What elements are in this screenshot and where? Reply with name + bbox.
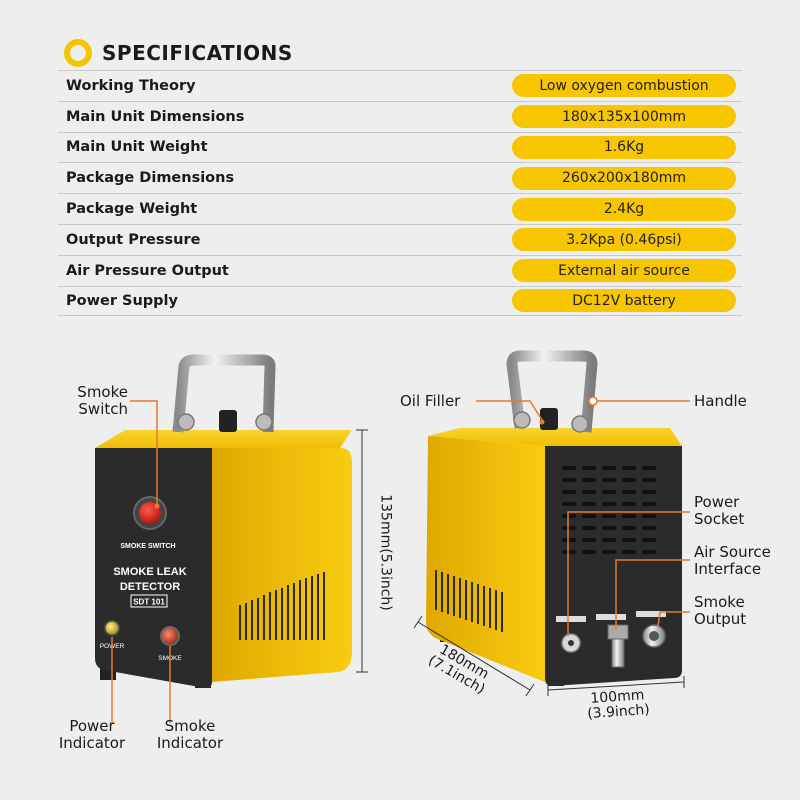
front-panel	[95, 448, 212, 688]
brand-line-1: SMOKE LEAK	[113, 566, 186, 578]
spec-label: Working Theory	[66, 77, 196, 94]
smoke-output-callout: Smoke Output	[694, 594, 746, 628]
spec-value: 2.4Kg	[512, 197, 736, 221]
handle-callout: Handle	[694, 392, 747, 410]
handle	[172, 354, 276, 433]
switch-label: SMOKE SWITCH	[120, 543, 175, 550]
model-box	[130, 594, 168, 608]
callout-text: Interface	[694, 560, 762, 578]
spec-header: SPECIFICATIONS	[64, 36, 293, 70]
power-socket-callout: Power Socket	[694, 494, 744, 528]
oil-filler-knob	[540, 408, 558, 430]
power-socket-pin	[568, 640, 574, 646]
spec-table: Working Theory Low oxygen combustion Mai…	[58, 70, 742, 317]
rear-callout-lines	[476, 400, 690, 636]
spec-row: Output Pressure 3.2Kpa (0.46psi)	[58, 223, 742, 255]
power-led	[104, 620, 120, 636]
callout-text: Smoke	[694, 593, 745, 611]
spec-value: External air source	[512, 259, 736, 283]
spec-value: 1.6Kg	[512, 135, 736, 159]
width-dimension-label: 100mm (3.9inch)	[577, 687, 659, 723]
vent-slits	[239, 572, 325, 640]
smoke-indicator-callout: Smoke Indicator	[142, 718, 238, 752]
handle-mount	[255, 413, 273, 431]
smoke-output-bore	[649, 631, 659, 641]
top-face	[428, 428, 682, 446]
spec-row: Working Theory Low oxygen combustion	[58, 70, 742, 101]
spec-label: Package Dimensions	[66, 170, 235, 187]
power-indicator-callout: Power Indicator	[44, 718, 140, 752]
callout-text: Smoke	[77, 383, 128, 401]
callout-text: Smoke	[164, 717, 216, 735]
vent-slits	[435, 570, 503, 632]
power-port-label	[556, 616, 586, 622]
rear-unit	[426, 350, 682, 686]
spec-row: Air Pressure Output External air source	[58, 254, 742, 286]
spec-value: DC12V battery	[512, 289, 736, 313]
height-dimension	[356, 429, 368, 673]
handle-mount	[177, 413, 195, 431]
air-port-label	[596, 614, 626, 620]
spec-label: Air Pressure Output	[66, 262, 229, 279]
callout-dot	[154, 503, 160, 509]
spec-title: SPECIFICATIONS	[102, 41, 293, 65]
callout-dot	[588, 396, 598, 406]
spec-value: 180x135x100mm	[512, 105, 736, 129]
side-panel	[426, 436, 545, 682]
spec-row: Package Dimensions 260x200x180mm	[58, 162, 742, 193]
oil-filler-knob	[219, 410, 237, 432]
spec-value: Low oxygen combustion	[512, 74, 736, 98]
spec-label: Package Weight	[66, 201, 198, 218]
side-panel	[212, 448, 352, 682]
air-source-nozzle	[611, 638, 625, 668]
model-label: SDT 101	[133, 598, 165, 607]
handle-mount	[513, 411, 531, 429]
spec-label: Power Supply	[66, 292, 178, 309]
width-dimension	[547, 676, 685, 696]
spec-row: Power Supply DC12V battery	[58, 285, 742, 317]
smoke-switch-callout: Smoke Switch	[56, 384, 128, 418]
height-dimension-label: 135mm(5.3inch)	[377, 494, 394, 611]
top-face	[95, 430, 352, 448]
air-source-callout: Air Source Interface	[694, 544, 771, 578]
smoke-led	[160, 626, 180, 646]
callout-text: Indicator	[156, 734, 224, 752]
length-dimension	[413, 615, 535, 697]
callout-dot	[539, 419, 545, 425]
front-callout-lines	[111, 400, 171, 723]
callout-text: Indicator	[58, 734, 126, 752]
spec-label: Main Unit Dimensions	[66, 108, 245, 125]
callout-text: Output	[694, 610, 747, 628]
oil-filler-callout: Oil Filler	[400, 392, 461, 410]
air-source-fitting	[607, 624, 629, 640]
ring-icon	[64, 39, 92, 67]
spec-row: Main Unit Dimensions 180x135x100mm	[58, 100, 742, 132]
handle-mount	[571, 415, 589, 433]
callout-text: Socket	[694, 510, 745, 528]
spec-row: Main Unit Weight 1.6Kg	[58, 131, 742, 163]
callout-text: Air Source	[694, 543, 771, 561]
callout-text: Switch	[78, 400, 128, 418]
smoke-port-label	[636, 611, 666, 617]
front-unit: SMOKE SWITCH SMOKE LEAK DETECTOR SDT 101…	[95, 354, 352, 688]
spec-value: 260x200x180mm	[512, 166, 736, 190]
spec-row: Package Weight 2.4Kg	[58, 193, 742, 224]
spec-value: 3.2Kpa (0.46psi)	[512, 228, 736, 252]
handle	[506, 350, 598, 433]
callout-text: Power	[69, 717, 115, 735]
spec-label: Output Pressure	[66, 231, 201, 248]
rear-vents	[562, 466, 656, 554]
spec-label: Main Unit Weight	[66, 139, 208, 156]
callout-text: Power	[694, 493, 740, 511]
brand-line-2: DETECTOR	[120, 581, 180, 593]
